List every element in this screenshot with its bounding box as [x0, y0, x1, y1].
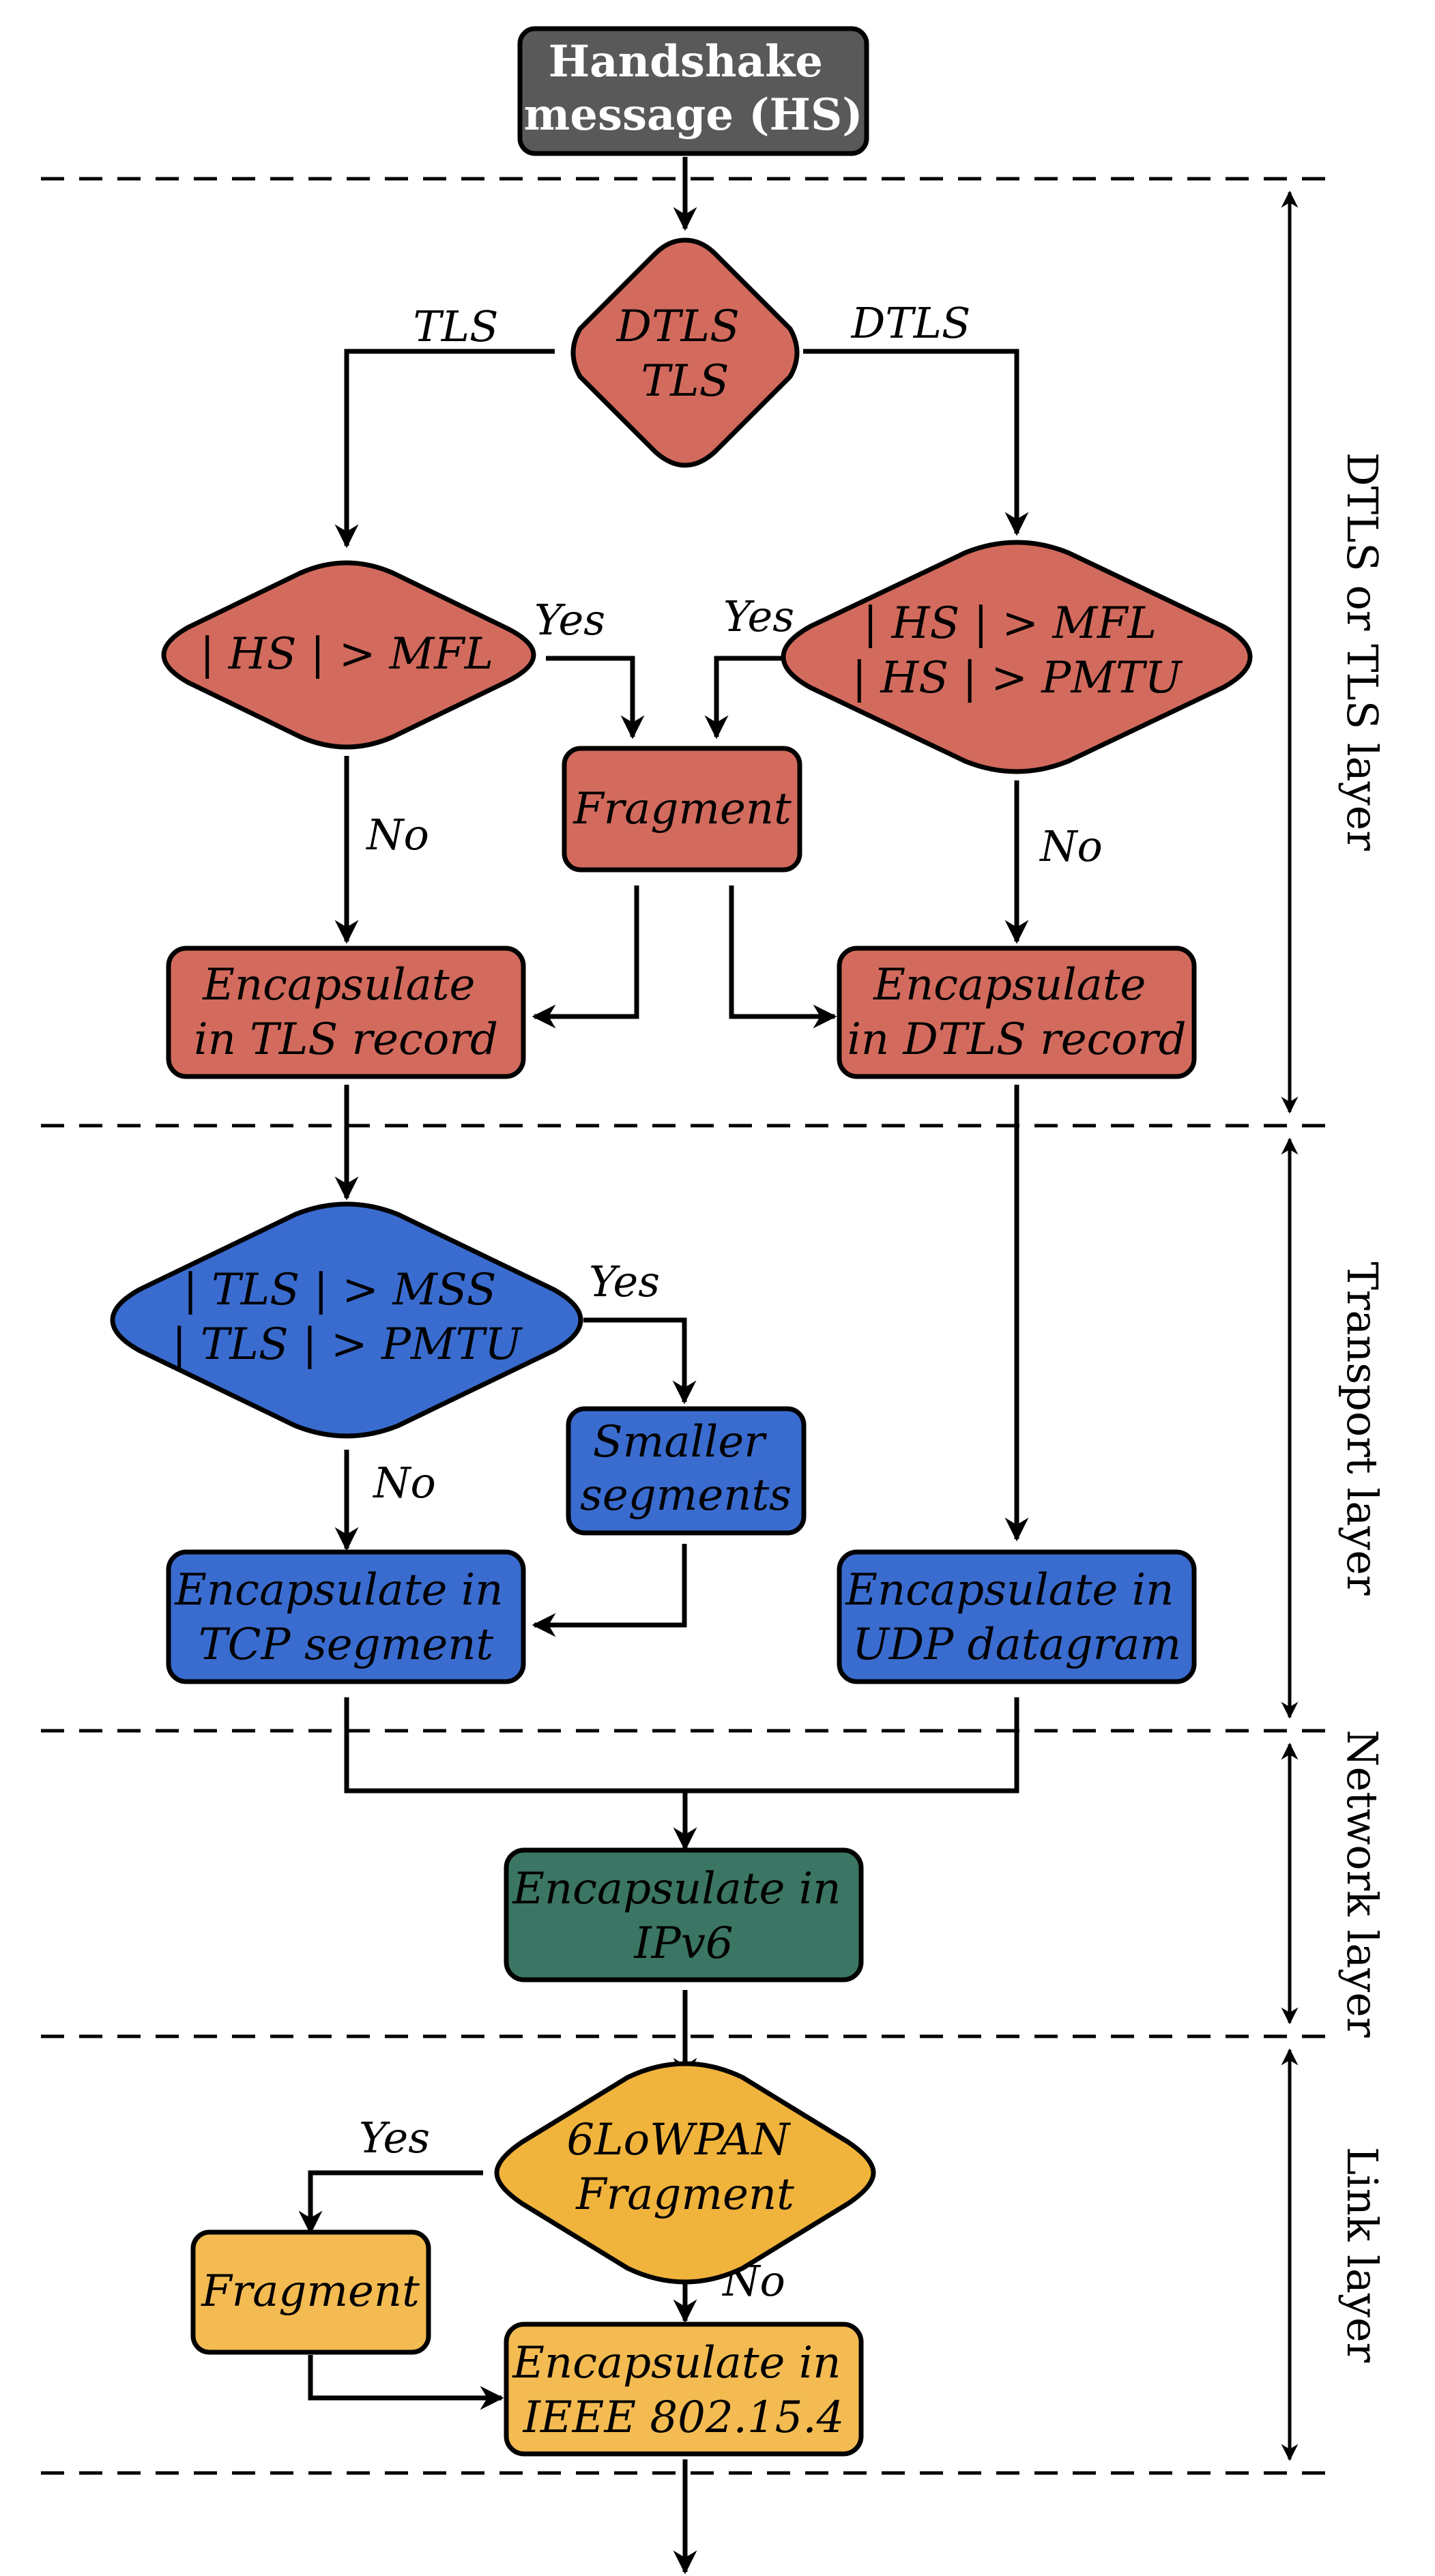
node-smaller-segments: Smaller segments: [566, 1406, 807, 1536]
node-udp-datagram-shape: [837, 1549, 1197, 1684]
node-dtls-record-shape: [837, 946, 1197, 1079]
node-tls-record: Encapsulate in TLS record: [166, 946, 526, 1079]
node-hs-mfl-decision-shape: [161, 560, 536, 750]
node-tcp-segment-shape: [166, 1549, 526, 1684]
edge-label-mss-yes: Yes: [589, 1257, 660, 1306]
layer-label-dtls-tls: DTLS or TLS layer: [1337, 452, 1387, 851]
edge-mfl-yes: [546, 656, 645, 740]
node-start: Handshake message (HS): [517, 26, 869, 156]
connectors: [298, 157, 1029, 2575]
edge-label-pmtu-yes: Yes: [723, 591, 794, 641]
node-ipv6-label: Encapsulate in IPv6: [512, 1864, 855, 1969]
node-lowpan-decision: 6LoWPAN Fragment: [494, 2061, 876, 2285]
node-hs-pmtu-decision-label: | HS | > MFL | HS | > PMTU: [852, 598, 1183, 703]
node-fragment-hs-shape: [562, 746, 802, 873]
node-dtls-tls-decision: DTLS TLS: [570, 237, 800, 468]
node-tls-mss-decision-label: | TLS | > MSS | TLS | > PMTU: [172, 1265, 523, 1370]
node-hs-mfl-decision-label: | HS | > MFL: [200, 629, 493, 679]
node-dtls-record-label: Encapsulate in DTLS record: [847, 960, 1186, 1065]
node-fragment-link-shape: [190, 2229, 431, 2355]
node-tls-mss-decision-shape: [110, 1201, 583, 1439]
node-fragment-hs-label: Fragment: [572, 784, 792, 834]
node-start-shape: [517, 26, 869, 156]
node-ipv6: Encapsulate in IPv6: [504, 1847, 864, 1982]
node-hs-pmtu-decision: | HS | > MFL | HS | > PMTU: [781, 540, 1253, 774]
node-dtls-record: Encapsulate in DTLS record: [837, 946, 1197, 1079]
node-smaller-segments-shape: [566, 1406, 807, 1536]
node-udp-datagram-label: Encapsulate in UDP datagram: [845, 1565, 1188, 1670]
edge-label-mfl-no: No: [365, 810, 429, 860]
edge-label-dtls: DTLS: [851, 298, 971, 348]
node-ipv6-shape: [504, 1847, 864, 1982]
node-fragment-link-label: Fragment: [201, 2266, 420, 2317]
node-start-label: Handshake message (HS): [524, 36, 863, 141]
edge-mss-yes: [583, 1317, 697, 1405]
layer-label-transport: Transport layer: [1337, 1261, 1387, 1595]
edge-pmtu-yes: [704, 656, 781, 740]
edge-fragment-to-dtls: [729, 886, 837, 1029]
edge-label-mfl-yes: Yes: [534, 595, 605, 645]
edge-label-tls: TLS: [414, 302, 499, 351]
node-tls-mss-decision: | TLS | > MSS | TLS | > PMTU: [110, 1201, 583, 1439]
layer-label-link: Link layer: [1337, 2147, 1387, 2363]
layer-label-network: Network layer: [1337, 1729, 1387, 2038]
edge-fragment-to-ieee: [308, 2355, 504, 2410]
node-lowpan-decision-shape: [494, 2061, 876, 2285]
edge-lowpan-yes: [298, 2170, 483, 2235]
edge-label-mss-no: No: [372, 1458, 436, 1508]
edge-tcp-to-ipv6: [344, 1697, 1019, 1794]
node-tcp-segment-label: Encapsulate in TCP segment: [174, 1565, 517, 1670]
node-tls-record-shape: [166, 946, 526, 1079]
edge-tls-branch: [334, 349, 555, 548]
node-hs-mfl-decision: | HS | > MFL: [161, 560, 536, 750]
edge-segments-to-tcp: [532, 1544, 687, 1637]
node-hs-pmtu-decision-shape: [781, 540, 1253, 774]
edge-fragment-to-tls: [532, 886, 639, 1029]
node-tcp-segment: Encapsulate in TCP segment: [166, 1549, 526, 1684]
edge-label-lowpan-yes: Yes: [359, 2113, 430, 2163]
edge-label-pmtu-no: No: [1039, 821, 1103, 871]
node-smaller-segments-label: Smaller segments: [580, 1417, 792, 1521]
node-udp-datagram: Encapsulate in UDP datagram: [837, 1549, 1197, 1684]
node-ieee: Encapsulate in IEEE 802.15.4: [504, 2322, 864, 2457]
node-dtls-tls-decision-label: DTLS TLS: [616, 302, 754, 407]
node-tls-record-label: Encapsulate in TLS record: [194, 960, 498, 1065]
node-lowpan-decision-label: 6LoWPAN Fragment: [566, 2115, 803, 2220]
node-ieee-label: Encapsulate in IEEE 802.15.4: [512, 2338, 855, 2443]
node-ieee-shape: [504, 2322, 864, 2457]
edge-dtls-branch: [803, 349, 1029, 536]
node-fragment-hs: Fragment: [562, 746, 802, 873]
node-dtls-tls-decision-shape: [570, 237, 800, 468]
node-fragment-link: Fragment: [190, 2229, 431, 2355]
